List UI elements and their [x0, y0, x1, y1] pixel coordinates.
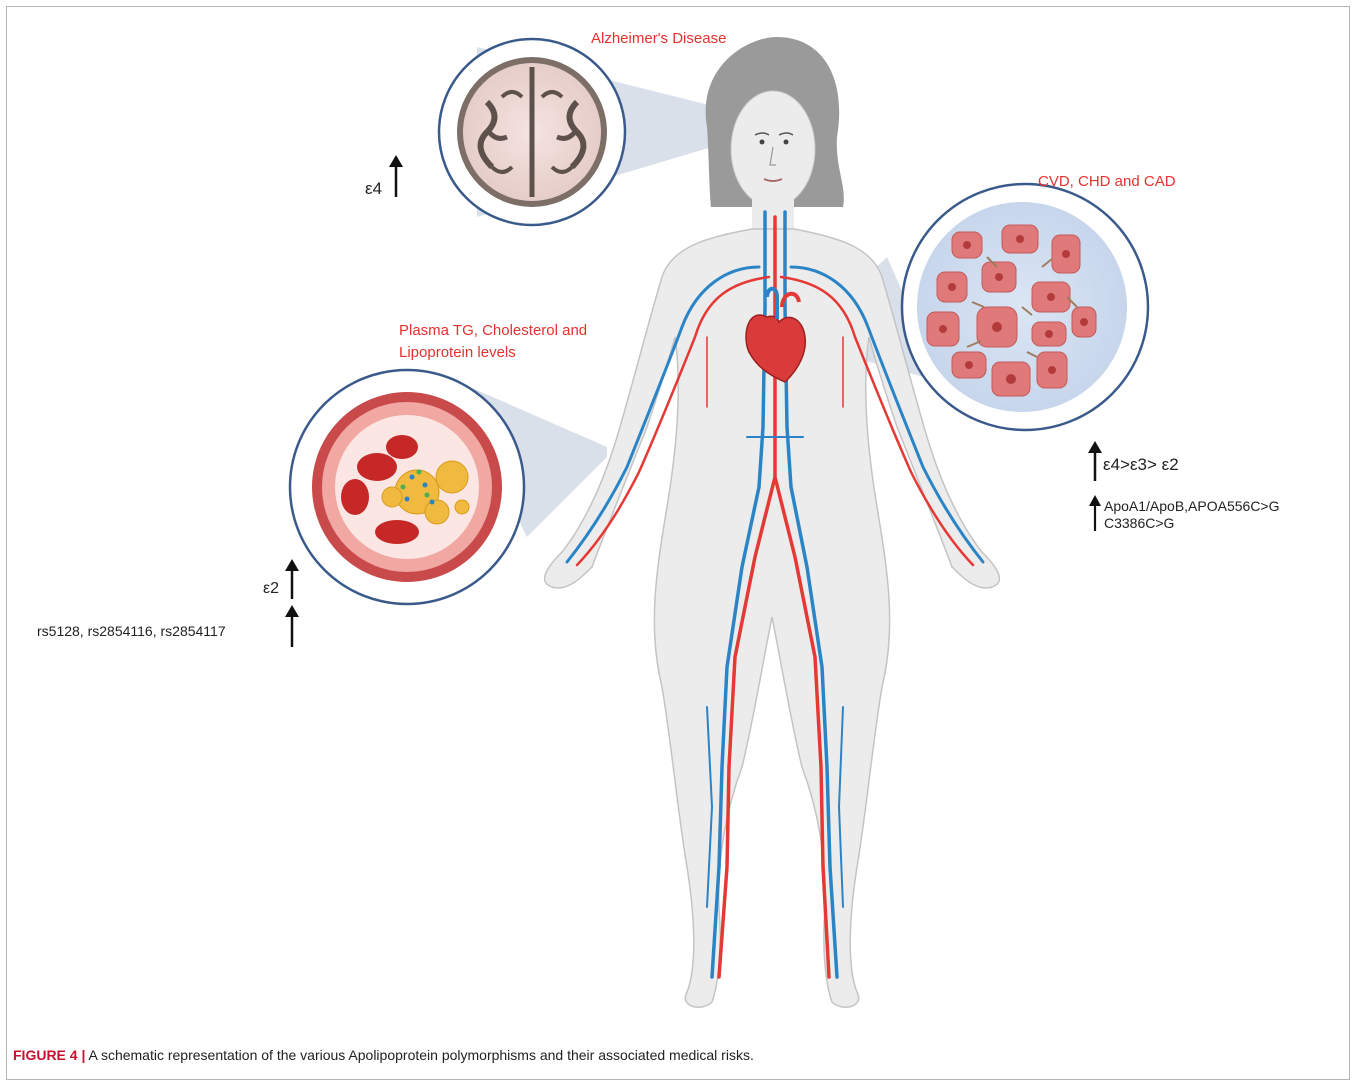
alzheimers-label: Alzheimer's Disease: [591, 29, 726, 49]
figure-caption-label: FIGURE 4 |: [13, 1047, 85, 1063]
brain-circle: [439, 39, 625, 225]
plasma-label-line2: Lipoprotein levels: [399, 343, 516, 363]
up-arrow-icon: [1088, 441, 1102, 481]
up-arrow-icon: [389, 155, 403, 197]
figure-illustration: Alzheimer's Disease CVD, CHD and CAD Pla…: [7, 7, 1350, 1027]
e4-e3-e2-label: ε4>ε3> ε2: [1103, 455, 1179, 475]
cvd-label: CVD, CHD and CAD: [1038, 172, 1176, 192]
figure-caption: FIGURE 4 | A schematic representation of…: [13, 1047, 754, 1063]
apoa1-label-line2: C3386C>G: [1104, 515, 1174, 531]
up-arrow-icon: [285, 605, 299, 647]
blood-vessel-circle: [290, 370, 524, 604]
cardiac-tissue-circle: [902, 184, 1148, 430]
human-body: [545, 37, 1000, 1007]
apoa1-label-line1: ApoA1/ApoB,APOA556C>G: [1104, 498, 1280, 514]
e4-label: ε4: [365, 179, 382, 199]
rs-label: rs5128, rs2854116, rs2854117: [37, 623, 226, 639]
plasma-label-line1: Plasma TG, Cholesterol and: [399, 321, 587, 341]
figure-frame: Alzheimer's Disease CVD, CHD and CAD Pla…: [6, 6, 1350, 1080]
up-arrow-icon: [285, 559, 299, 599]
up-arrow-icon: [1089, 495, 1101, 531]
figure-caption-text: A schematic representation of the variou…: [85, 1047, 753, 1063]
e2-label: ε2: [263, 580, 279, 598]
